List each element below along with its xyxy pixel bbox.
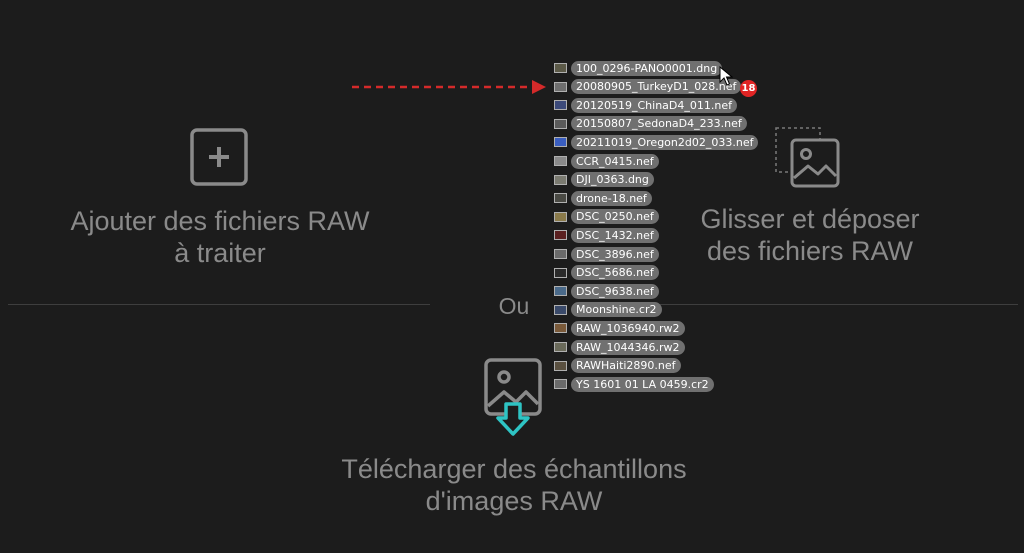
file-thumbnail-icon — [554, 156, 567, 166]
file-thumbnail-icon — [554, 137, 567, 148]
file-thumbnail-icon — [554, 323, 567, 334]
divider-right — [598, 304, 1018, 305]
dragged-file-item[interactable]: drone-18.nef — [554, 190, 652, 206]
file-thumbnail-icon — [554, 174, 567, 185]
drop-label-line1: Glisser et déposer — [700, 204, 920, 234]
file-name-label: RAW_1036940.rw2 — [571, 320, 685, 336]
file-name-label: DSC_1432.nef — [571, 227, 659, 243]
file-name-label: DJI_0363.dng — [571, 172, 654, 188]
file-thumbnail-icon — [554, 286, 567, 297]
plus-square-icon[interactable] — [190, 128, 248, 186]
add-raw-files-panel[interactable]: Ajouter des fichiers RAW à traiter — [40, 128, 400, 278]
dragged-count-badge: 18 — [740, 80, 757, 97]
file-thumbnail-icon — [554, 249, 567, 259]
divider-left — [8, 304, 430, 305]
dragged-file-item[interactable]: DSC_0250.nef — [554, 209, 659, 225]
file-thumbnail-icon — [554, 267, 567, 278]
image-drop-icon — [775, 127, 840, 188]
dragged-file-item[interactable]: 20211019_Oregon2d02_033.nef — [554, 134, 759, 150]
file-name-label: 20150807_SedonaD4_233.nef — [571, 116, 747, 132]
download-label-line2[interactable]: d'images RAW — [425, 486, 603, 516]
file-thumbnail-icon — [554, 230, 567, 241]
file-thumbnail-icon — [554, 63, 567, 73]
file-name-label: 100_0296-PANO0001.dng — [571, 60, 723, 76]
add-files-label-line2[interactable]: à traiter — [174, 238, 266, 268]
dragged-file-item[interactable]: RAW_1044346.rw2 — [554, 339, 685, 355]
file-name-label: 20080905_TurkeyD1_028.nef — [571, 79, 742, 95]
dragged-file-item[interactable]: Moonshine.cr2 — [554, 302, 662, 318]
drop-label-line2: des fichiers RAW — [706, 236, 914, 266]
file-name-label: DSC_9638.nef — [571, 283, 659, 299]
download-label-line1[interactable]: Télécharger des échantillons — [341, 454, 687, 484]
file-thumbnail-icon — [554, 193, 567, 204]
file-thumbnail-icon — [554, 342, 567, 352]
dragged-file-item[interactable]: DSC_3896.nef — [554, 246, 659, 262]
dragged-file-item[interactable]: RAW_1036940.rw2 — [554, 320, 685, 336]
file-thumbnail-icon — [554, 360, 567, 371]
file-name-label: DSC_3896.nef — [571, 246, 659, 262]
file-name-label: CCR_0415.nef — [571, 153, 659, 169]
file-name-label: 20120519_ChinaD4_011.nef — [571, 97, 737, 113]
file-thumbnail-icon — [554, 100, 567, 111]
dragged-file-item[interactable]: 20080905_TurkeyD1_028.nef — [554, 79, 742, 95]
file-thumbnail-icon — [554, 211, 567, 222]
dragged-file-item[interactable]: 100_0296-PANO0001.dng — [554, 60, 723, 76]
file-name-label: 20211019_Oregon2d02_033.nef — [571, 134, 759, 150]
add-files-label-line1[interactable]: Ajouter des fichiers RAW — [70, 206, 370, 236]
dragged-file-item[interactable]: 20150807_SedonaD4_233.nef — [554, 116, 747, 132]
file-thumbnail-icon — [554, 118, 567, 129]
image-download-icon[interactable] — [482, 356, 546, 440]
file-name-label: drone-18.nef — [571, 190, 652, 206]
or-separator-label: Ou — [498, 293, 530, 319]
file-name-label: RAW_1044346.rw2 — [571, 339, 685, 355]
dragged-file-item[interactable]: DSC_9638.nef — [554, 283, 659, 299]
dragged-file-item[interactable]: YS 1601 01 LA 0459.cr2 — [554, 376, 714, 392]
dragged-file-item[interactable]: DSC_1432.nef — [554, 227, 659, 243]
dragged-file-item[interactable]: DJI_0363.dng — [554, 172, 654, 188]
annotation-arrow-icon — [352, 80, 546, 94]
drag-drop-zone[interactable]: Glisser et déposer des fichiers RAW — [660, 126, 960, 276]
file-thumbnail-icon — [554, 379, 567, 390]
dragged-file-item[interactable]: CCR_0415.nef — [554, 153, 659, 169]
dragged-file-item[interactable]: RAWHaiti2890.nef — [554, 358, 681, 374]
mouse-pointer-icon — [719, 66, 733, 86]
file-thumbnail-icon — [554, 81, 567, 92]
file-name-label: Moonshine.cr2 — [571, 302, 662, 318]
dragged-file-item[interactable]: DSC_5686.nef — [554, 265, 659, 281]
dragged-file-item[interactable]: 20120519_ChinaD4_011.nef — [554, 97, 737, 113]
file-name-label: DSC_0250.nef — [571, 209, 659, 225]
file-name-label: DSC_5686.nef — [571, 265, 659, 281]
download-samples-panel[interactable]: Télécharger des échantillons d'images RA… — [314, 356, 714, 526]
file-name-label: YS 1601 01 LA 0459.cr2 — [571, 376, 714, 392]
file-thumbnail-icon — [554, 304, 567, 315]
file-name-label: RAWHaiti2890.nef — [571, 358, 681, 374]
